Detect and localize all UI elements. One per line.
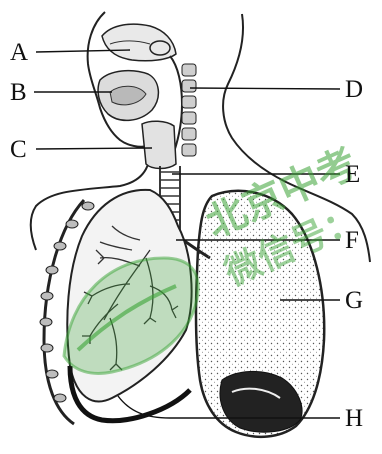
larynx [142, 121, 176, 168]
label-f: F [345, 228, 359, 253]
label-e: E [345, 162, 360, 187]
label-c: C [10, 137, 27, 162]
label-d: D [345, 77, 363, 102]
left-lung [67, 190, 191, 402]
label-h: H [345, 406, 363, 431]
cervical-vertebrae [182, 64, 196, 156]
leader-line-d [190, 88, 340, 89]
label-g: G [345, 288, 363, 313]
leader-line-c [36, 148, 152, 149]
label-b: B [10, 80, 27, 105]
label-a: A [10, 40, 28, 65]
